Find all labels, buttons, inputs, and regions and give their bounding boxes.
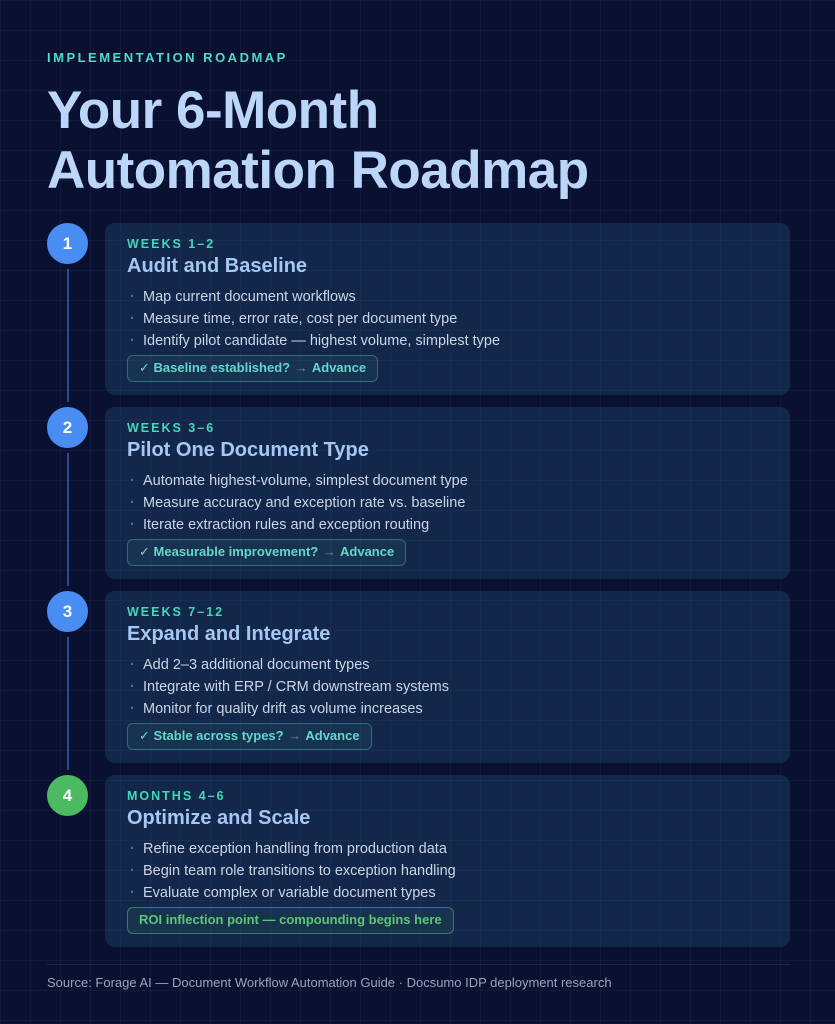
step-2-bullet-list: Automate highest-volume, simplest docume… [127, 470, 768, 536]
source-text: Source: Forage AI — Document Workflow Au… [47, 975, 612, 990]
step-3-title: Expand and Integrate [127, 623, 331, 645]
step-2-gate-badge: ✓ Measurable improvement? → Advance [127, 539, 407, 566]
step-1-label: WEEKS 1–2 [127, 237, 216, 251]
step-1-number-badge: 1 [47, 223, 88, 264]
roi-badge: ROI inflection point — compounding begin… [127, 907, 454, 934]
step-3-card: WEEKS 7–12 Expand and Integrate Add 2–3 … [105, 591, 790, 763]
step-2-card: WEEKS 3–6 Pilot One Document Type Automa… [105, 407, 790, 579]
gate-action: Advance [311, 360, 367, 375]
step-4-marker-column: 4 [47, 775, 88, 947]
step-1: 1 WEEKS 1–2 Audit and Baseline Map curre… [47, 223, 790, 402]
step-1-badge-row: ✓ Baseline established? → Advance [127, 355, 768, 382]
step-3-gate-badge: ✓ Stable across types? → Advance [127, 723, 372, 750]
step-4-title: Optimize and Scale [127, 807, 311, 829]
step-3-number-badge: 3 [47, 591, 88, 632]
step-2-number-badge: 2 [47, 407, 88, 448]
gate-question: Measurable improvement? [153, 544, 319, 559]
step-4-bullet-list: Refine exception handling from productio… [127, 838, 768, 904]
step-4-card: MONTHS 4–6 Optimize and Scale Refine exc… [105, 775, 790, 947]
bullet-item: Evaluate complex or variable document ty… [127, 882, 768, 904]
step-3-label: WEEKS 7–12 [127, 605, 225, 619]
check-icon: ✓ [139, 360, 150, 375]
bullet-item: Begin team role transitions to exception… [127, 860, 768, 882]
bullet-item: Measure time, error rate, cost per docum… [127, 308, 768, 330]
step-2-badge-row: ✓ Measurable improvement? → Advance [127, 539, 768, 566]
timeline-connector [67, 269, 69, 402]
step-3-badge-row: ✓ Stable across types? → Advance [127, 723, 768, 750]
bullet-item: Add 2–3 additional document types [127, 654, 768, 676]
timeline-connector [67, 453, 69, 586]
step-2-title: Pilot One Document Type [127, 439, 369, 461]
page-title-line2: Automation Roadmap [47, 141, 589, 200]
step-1-card: WEEKS 1–2 Audit and Baseline Map current… [105, 223, 790, 395]
bullet-item: Automate highest-volume, simplest docume… [127, 470, 768, 492]
arrow-right-icon: → [322, 544, 336, 559]
eyebrow-label: IMPLEMENTATION ROADMAP [47, 50, 288, 65]
step-4-badge-row: ROI inflection point — compounding begin… [127, 907, 768, 934]
page-title-line1: Your 6-Month [47, 81, 379, 140]
step-3-marker-column: 3 [47, 591, 88, 770]
footer-divider [47, 964, 790, 965]
step-2-marker-column: 2 [47, 407, 88, 586]
gate-action: Advance [305, 728, 360, 743]
bullet-item: Map current document workflows [127, 286, 768, 308]
timeline: 1 WEEKS 1–2 Audit and Baseline Map curre… [47, 223, 790, 947]
step-1-title: Audit and Baseline [127, 255, 308, 277]
bullet-item: Integrate with ERP / CRM downstream syst… [127, 676, 768, 698]
gate-action: Advance [340, 544, 395, 559]
step-2-label: WEEKS 3–6 [127, 421, 216, 435]
step-4-label: MONTHS 4–6 [127, 789, 226, 803]
bullet-item: Identify pilot candidate — highest volum… [127, 330, 768, 352]
step-1-bullet-list: Map current document workflows Measure t… [127, 286, 768, 352]
check-icon: ✓ [139, 544, 150, 559]
bullet-item: Refine exception handling from productio… [127, 838, 768, 860]
gate-question: Stable across types? [153, 728, 284, 743]
step-2: 2 WEEKS 3–6 Pilot One Document Type Auto… [47, 407, 790, 586]
bullet-item: Monitor for quality drift as volume incr… [127, 698, 768, 720]
arrow-right-icon: → [288, 728, 302, 743]
gate-question: Baseline established? [153, 360, 291, 375]
step-4: 4 MONTHS 4–6 Optimize and Scale Refine e… [47, 775, 790, 947]
timeline-connector [67, 637, 69, 770]
arrow-right-icon: → [294, 360, 308, 375]
step-3-bullet-list: Add 2–3 additional document types Integr… [127, 654, 768, 720]
step-4-number-badge: 4 [47, 775, 88, 816]
check-icon: ✓ [139, 728, 150, 743]
step-1-gate-badge: ✓ Baseline established? → Advance [127, 355, 379, 382]
step-3: 3 WEEKS 7–12 Expand and Integrate Add 2–… [47, 591, 790, 770]
step-1-marker-column: 1 [47, 223, 88, 402]
bullet-item: Measure accuracy and exception rate vs. … [127, 492, 768, 514]
bullet-item: Iterate extraction rules and exception r… [127, 514, 768, 536]
